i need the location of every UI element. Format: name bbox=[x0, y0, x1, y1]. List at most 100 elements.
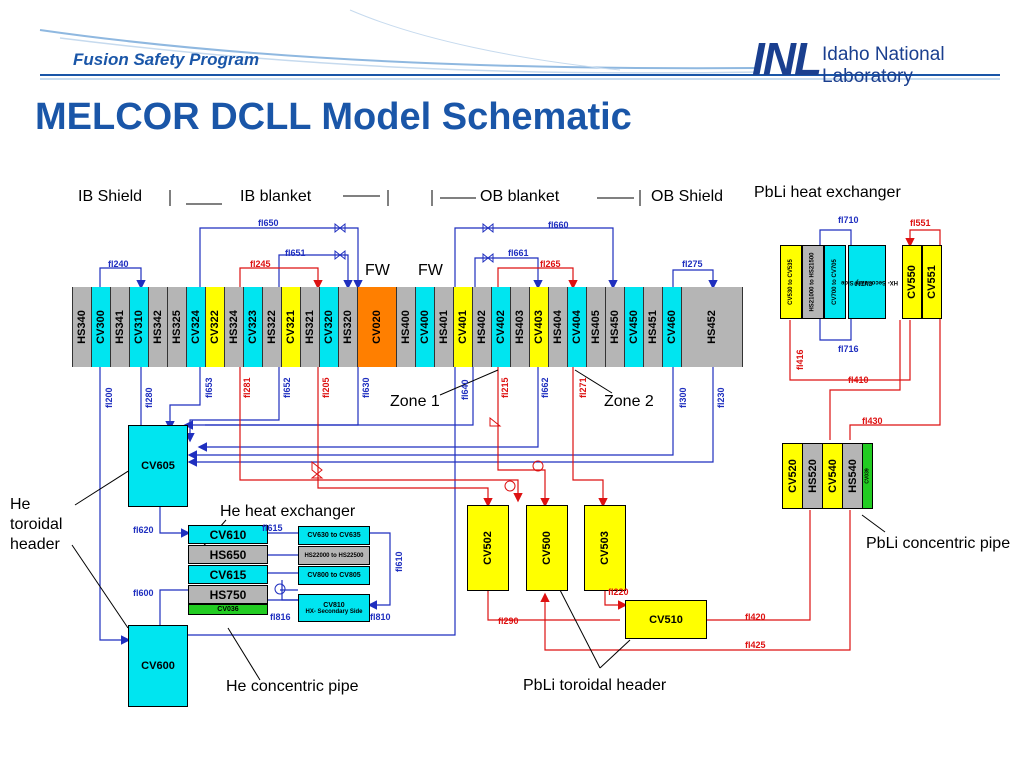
flow-label-fl615: fl615 bbox=[262, 523, 283, 533]
column-hs405: HS405 bbox=[586, 287, 605, 367]
flow-label-fl281: fl281 bbox=[242, 377, 252, 398]
column-cv320: CV320 bbox=[319, 287, 338, 367]
flow-label-fl662: fl662 bbox=[540, 377, 550, 398]
column-cv400: CV400 bbox=[415, 287, 434, 367]
flow-label-fl416: fl416 bbox=[795, 349, 805, 370]
column-cv310: CV310 bbox=[129, 287, 148, 367]
lab-name: Idaho National Laboratory bbox=[822, 44, 945, 87]
column-hs341: HS341 bbox=[110, 287, 129, 367]
cv810-sub-label: HX- Secondary Side bbox=[305, 608, 363, 615]
column-hs403: HS403 bbox=[510, 287, 529, 367]
hs22000-box: HS22000 to HS22500 bbox=[298, 546, 370, 565]
column-cv450: CV450 bbox=[624, 287, 643, 367]
flow-label-fl710: fl710 bbox=[838, 215, 859, 225]
column-cv403: CV403 bbox=[529, 287, 548, 367]
flow-label-fl620: fl620 bbox=[133, 525, 154, 535]
flow-label-fl652: fl652 bbox=[282, 377, 292, 398]
flow-label-fl430: fl430 bbox=[862, 416, 883, 426]
flow-label-fl610: fl610 bbox=[394, 551, 404, 572]
he-toroidal-label: He toroidal header bbox=[10, 496, 63, 553]
flow-label-fl425: fl425 bbox=[745, 640, 766, 650]
column-hs325: HS325 bbox=[167, 287, 186, 367]
flow-label-fl600: fl600 bbox=[133, 588, 154, 598]
flow-label-fl816: fl816 bbox=[270, 612, 291, 622]
flow-label-fl205: fl205 bbox=[321, 377, 331, 398]
cv530-box: CV530 to CV535 bbox=[780, 245, 802, 319]
cv615-box: CV615 bbox=[188, 565, 268, 584]
hs650-box: HS650 bbox=[188, 545, 268, 564]
cv710-sub-label: HX- Secondary Side bbox=[841, 279, 899, 285]
flow-label-fl230: fl230 bbox=[716, 387, 726, 408]
cv503-box: CV503 bbox=[584, 505, 626, 591]
he-pipe-label: He concentric pipe bbox=[226, 678, 359, 695]
ob-shield-label: OB Shield bbox=[651, 188, 724, 205]
page-title: MELCOR DCLL Model Schematic bbox=[35, 96, 632, 138]
column-hs401: HS401 bbox=[434, 287, 453, 367]
cv605-box: CV605 bbox=[128, 425, 188, 507]
program-name: Fusion Safety Program bbox=[73, 50, 260, 69]
cv810-label: CV810 bbox=[323, 601, 345, 609]
column-hs342: HS342 bbox=[148, 287, 167, 367]
flow-label-fl220: fl220 bbox=[608, 587, 629, 597]
hs540-box: HS540 bbox=[842, 443, 864, 509]
flow-label-fl650: fl650 bbox=[258, 218, 279, 228]
column-cv404: CV404 bbox=[567, 287, 586, 367]
hs21000-box: HS21000 to HS21500 bbox=[802, 245, 824, 319]
flow-label-fl810: fl810 bbox=[370, 612, 391, 622]
flow-label-fl653: fl653 bbox=[204, 377, 214, 398]
cv036-box: CV036 bbox=[188, 604, 268, 615]
cv610-box: CV610 bbox=[188, 525, 268, 544]
fw-label-right: FW bbox=[418, 262, 443, 279]
column-cv300: CV300 bbox=[91, 287, 110, 367]
ib-blanket-label: IB blanket bbox=[240, 188, 312, 205]
flow-label-fl245: fl245 bbox=[250, 259, 271, 269]
flow-label-fl420: fl420 bbox=[745, 612, 766, 622]
column-hs452: HS452 bbox=[681, 287, 743, 367]
inl-logo: INL bbox=[752, 33, 822, 85]
hs750-box: HS750 bbox=[188, 585, 268, 604]
flow-label-fl630: fl630 bbox=[361, 377, 371, 398]
flow-label-fl640: fl640 bbox=[460, 379, 470, 400]
column-cv401: CV401 bbox=[453, 287, 472, 367]
cv510-box: CV510 bbox=[625, 600, 707, 639]
zone2-label: Zone 2 bbox=[604, 393, 654, 410]
column-cv020: CV020 bbox=[357, 287, 396, 367]
cv500-box: CV500 bbox=[526, 505, 568, 591]
column-cv324: CV324 bbox=[186, 287, 205, 367]
he-hx-label: He heat exchanger bbox=[220, 503, 356, 520]
cv551-box: CV551 bbox=[922, 245, 942, 319]
cv550-box: CV550 bbox=[902, 245, 922, 319]
fw-label-left: FW bbox=[365, 262, 390, 279]
cv520-box: CV520 bbox=[782, 443, 804, 509]
cv540-box: CV540 bbox=[822, 443, 844, 509]
column-hs340: HS340 bbox=[72, 287, 91, 367]
ob-blanket-label: OB blanket bbox=[480, 188, 560, 205]
cv710-box: CV710 HX- Secondary Side bbox=[841, 245, 899, 319]
flow-label-fl660: fl660 bbox=[548, 220, 569, 230]
cv810-box: CV810 HX- Secondary Side bbox=[298, 594, 370, 622]
flow-label-fl716: fl716 bbox=[838, 344, 859, 354]
cv502-box: CV502 bbox=[467, 505, 509, 591]
cv700-box: CV700 to CV705 bbox=[824, 245, 846, 319]
flow-label-fl661: fl661 bbox=[508, 248, 529, 258]
cv600-box: CV600 bbox=[128, 625, 188, 707]
flow-label-fl551: fl551 bbox=[910, 218, 931, 228]
column-cv402: CV402 bbox=[491, 287, 510, 367]
hs520-box: HS520 bbox=[802, 443, 824, 509]
cv800-box: CV800 to CV805 bbox=[298, 566, 370, 585]
column-cv460: CV460 bbox=[662, 287, 681, 367]
flow-label-fl280: fl280 bbox=[144, 387, 154, 408]
pbli-pipe-label: PbLi concentric pipe bbox=[866, 535, 1011, 552]
column-hs321: HS321 bbox=[300, 287, 319, 367]
flow-label-fl240: fl240 bbox=[108, 259, 129, 269]
pbli-hx-label: PbLi heat exchanger bbox=[754, 184, 901, 201]
flow-label-fl271: fl271 bbox=[578, 377, 588, 398]
cv039-box: CV039 bbox=[862, 443, 873, 509]
ib-shield-label: IB Shield bbox=[78, 188, 143, 205]
column-hs404: HS404 bbox=[548, 287, 567, 367]
flow-label-fl290: fl290 bbox=[498, 616, 519, 626]
column-hs322: HS322 bbox=[262, 287, 281, 367]
flow-label-fl200: fl200 bbox=[104, 387, 114, 408]
pbli-toroidal-label: PbLi toroidal header bbox=[523, 677, 667, 694]
